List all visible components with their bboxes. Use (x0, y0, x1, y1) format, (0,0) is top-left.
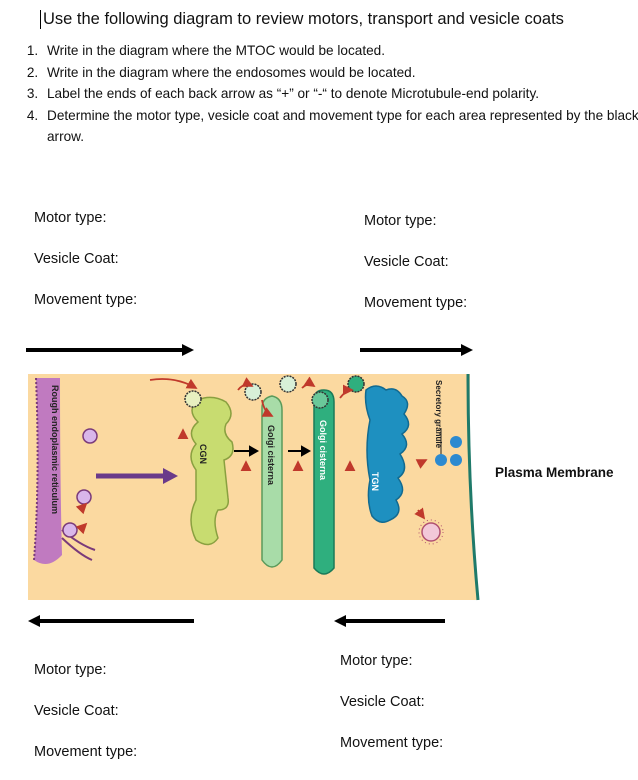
secretory-granule-label: Secretory granule (434, 380, 443, 449)
instruction-item: Label the ends of each back arrow as “+”… (42, 83, 638, 105)
cytoplasm-area (28, 374, 478, 600)
coated-vesicle (421, 522, 441, 542)
bottom-left-movement-label: Movement type: (34, 744, 138, 760)
retrograde-arrows (75, 376, 428, 535)
top-right-arrow (360, 344, 473, 356)
page-title: Use the following diagram to review moto… (40, 10, 564, 29)
secretory-granule (450, 436, 462, 448)
er-vesicle (76, 489, 92, 505)
plasma-membrane-label: Plasma Membrane (495, 465, 614, 480)
cgn-vesicle (184, 390, 202, 408)
transport-step-arrow (234, 445, 312, 457)
golgi-cisterna-2: Golgi cisterna (313, 389, 335, 575)
top-left-movement-label: Movement type: (34, 292, 138, 308)
instruction-item: Write in the diagram where the MTOC woul… (42, 40, 638, 62)
bottom-left-coat-label: Vesicle Coat: (34, 703, 119, 719)
plasma-membrane (466, 373, 480, 601)
top-left-arrow (26, 344, 194, 356)
tgn-label: TGN (370, 472, 380, 491)
bottom-left-motor-label: Motor type: (34, 662, 107, 678)
bottom-right-arrow (334, 615, 445, 627)
tgn: TGN (364, 385, 410, 523)
secretory-granule (450, 454, 462, 466)
golgi-cisterna-1-label: Golgi cisterna (266, 425, 276, 486)
bottom-right-movement-label: Movement type: (340, 735, 444, 751)
secretory-granule (435, 454, 447, 466)
bottom-right-motor-label: Motor type: (340, 653, 413, 669)
golgi-vesicle (311, 391, 329, 409)
golgi-vesicle (279, 375, 297, 393)
top-right-coat-label: Vesicle Coat: (364, 254, 449, 270)
er-vesicle (62, 522, 78, 538)
instruction-list: Write in the diagram where the MTOC woul… (20, 40, 638, 148)
er-vesicle (82, 428, 98, 444)
golgi-vesicle (244, 383, 262, 401)
top-right-motor-label: Motor type: (364, 213, 437, 229)
top-left-coat-label: Vesicle Coat: (34, 251, 119, 267)
cgn: CGN (190, 396, 234, 546)
bottom-right-coat-label: Vesicle Coat: (340, 694, 425, 710)
rer-label: Rough endoplasmic reticulum (50, 385, 60, 514)
instruction-item: Write in the diagram where the endosomes… (42, 62, 638, 84)
instruction-item: Determine the motor type, vesicle coat a… (42, 105, 638, 148)
cell-diagram: Rough endoplasmic reticulum CGN Golgi ci… (28, 373, 480, 601)
bottom-left-arrow (28, 615, 194, 627)
top-right-movement-label: Movement type: (364, 295, 468, 311)
top-left-motor-label: Motor type: (34, 210, 107, 226)
golgi-cisterna-2-label: Golgi cisterna (318, 420, 328, 481)
golgi-cisterna-1: Golgi cisterna (261, 395, 283, 568)
cgn-label: CGN (198, 444, 208, 464)
forward-transport-arrow (96, 468, 178, 484)
